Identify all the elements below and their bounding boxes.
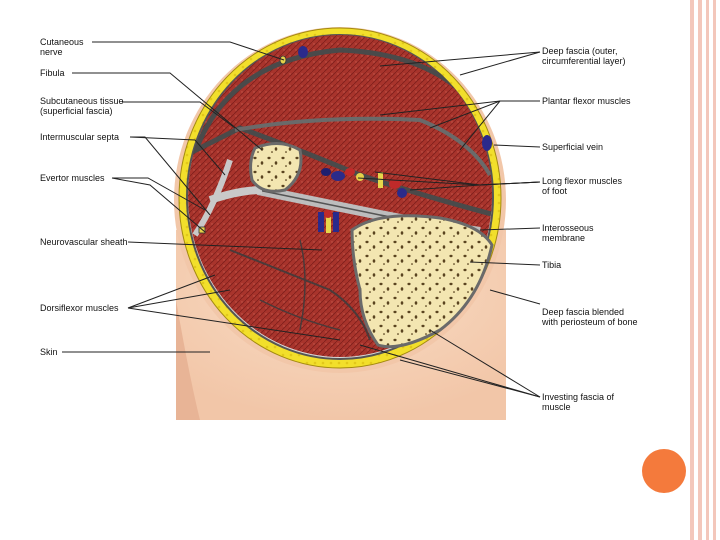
fibula-bone xyxy=(251,143,301,191)
label-deep-fascia-periosteum: Deep fascia blended with periosteum of b… xyxy=(542,307,638,327)
label-plantar-flexor-muscles: Plantar flexor muscles xyxy=(542,96,631,106)
neurovascular-bundle-anterior xyxy=(318,210,339,233)
label-long-flexor-muscles: Long flexor muscles of foot xyxy=(542,176,622,196)
label-intermuscular-septa: Intermuscular septa xyxy=(40,132,119,142)
slide-accent-circle xyxy=(642,449,686,493)
label-cutaneous-nerve: Cutaneous nerve xyxy=(40,37,84,57)
label-neurovascular-sheath: Neurovascular sheath xyxy=(40,237,128,247)
label-deep-fascia: Deep fascia (outer, circumferential laye… xyxy=(542,46,626,66)
label-tibia: Tibia xyxy=(542,260,561,270)
label-investing-fascia: Investing fascia of muscle xyxy=(542,392,614,412)
label-skin: Skin xyxy=(40,347,58,357)
superficial-vein xyxy=(482,135,492,151)
label-interosseous-membrane: Interosseous membrane xyxy=(542,223,594,243)
label-fibula: Fibula xyxy=(40,68,65,78)
label-dorsiflexor-muscles: Dorsiflexor muscles xyxy=(40,303,119,313)
label-subcutaneous-tissue: Subcutaneous tissue (superficial fascia) xyxy=(40,96,124,116)
label-evertor-muscles: Evertor muscles xyxy=(40,173,105,183)
label-superficial-vein: Superficial vein xyxy=(542,142,603,152)
cutaneous-nerve xyxy=(298,46,308,58)
